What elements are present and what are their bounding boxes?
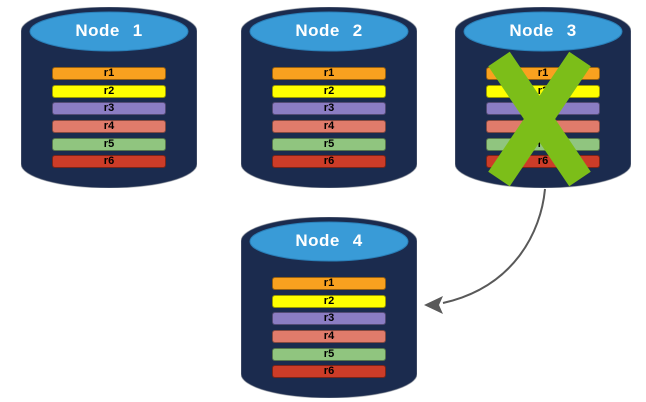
replica-label: r4 [103, 120, 115, 133]
replica-label: r1 [323, 67, 335, 79]
node-3-cylinder: Node 3 r1 r2 r3 r4 r5 r6 [455, 7, 631, 188]
node-1-cylinder: Node 1 r1 r2 r3 r4 r5 r6 [21, 7, 197, 188]
replica-label: r6 [323, 155, 335, 168]
replica-bar: r4 [272, 120, 386, 134]
replica-label: r4 [323, 120, 335, 133]
replica-label: r6 [103, 155, 115, 168]
replica-label: r3 [323, 102, 335, 115]
node-1-title: Node 1 [75, 21, 143, 40]
replica-bar: r2 [272, 294, 386, 308]
node-2-replica-list: r1 r2 r3 r4 r5 r6 [272, 67, 386, 169]
replica-bar: r2 [52, 84, 166, 98]
replica-label: r1 [323, 277, 335, 289]
replica-label: r5 [103, 137, 115, 150]
replica-label: r4 [323, 330, 335, 343]
replica-label: r5 [323, 347, 335, 360]
replica-label: r3 [323, 312, 335, 325]
node-4-title: Node 4 [295, 231, 363, 250]
replica-label: r2 [103, 84, 115, 97]
replica-bar: r2 [272, 84, 386, 98]
replica-label: r3 [103, 102, 115, 115]
replica-label: r2 [323, 84, 335, 97]
replica-bar: r5 [52, 137, 166, 151]
replica-bar: r5 [272, 347, 386, 361]
replica-bar: r3 [272, 312, 386, 326]
replica-bar: r6 [52, 155, 166, 169]
replica-bar: r4 [272, 330, 386, 344]
replica-label: r1 [537, 67, 549, 79]
node-2-title: Node 2 [295, 21, 363, 40]
replica-label: r1 [103, 67, 115, 79]
replica-bar: r6 [272, 365, 386, 379]
replica-bar: r4 [52, 120, 166, 134]
replica-label: r6 [323, 365, 335, 378]
replica-label: r6 [537, 155, 549, 168]
node-4-replica-list: r1 r2 r3 r4 r5 r6 [272, 277, 386, 379]
node-4-cylinder: Node 4 r1 r2 r3 r4 r5 r6 [241, 217, 417, 398]
replica-label: r2 [323, 294, 335, 307]
node-1-replica-list: r1 r2 r3 r4 r5 r6 [52, 67, 166, 169]
node-3-title: Node 3 [509, 21, 577, 40]
replica-bar: r1 [272, 277, 386, 290]
replica-bar: r1 [272, 67, 386, 80]
node-2-cylinder: Node 2 r1 r2 r3 r4 r5 r6 [241, 7, 417, 188]
replica-bar: r3 [52, 102, 166, 116]
replica-bar: r3 [272, 102, 386, 116]
replica-bar: r6 [272, 155, 386, 169]
replica-label: r5 [323, 137, 335, 150]
replica-bar: r5 [272, 137, 386, 151]
failure-x-icon [488, 51, 591, 187]
replica-bar: r1 [52, 67, 166, 80]
